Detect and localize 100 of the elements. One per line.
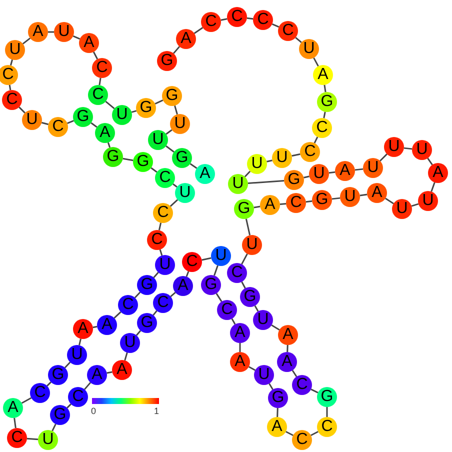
base-letter: U <box>313 166 325 182</box>
base-letter: U <box>246 237 258 253</box>
nucleotide-circle <box>120 333 140 353</box>
nucleotide-circle <box>88 85 108 105</box>
nucleotide-circle <box>418 191 438 211</box>
nucleotide-circle <box>260 195 280 215</box>
base-letter: U <box>71 347 83 363</box>
backbone-line <box>84 382 92 390</box>
nucleotide-circle <box>412 140 432 160</box>
backbone-line <box>411 203 419 207</box>
base-letter: C <box>157 295 169 311</box>
backbone-line <box>276 408 278 418</box>
base-letter: A <box>200 166 210 182</box>
base-letter: G <box>288 172 300 188</box>
base-letter: G <box>320 94 334 110</box>
nucleotide-circle <box>278 21 298 41</box>
backbone-line <box>241 253 248 265</box>
nucleotide-circle <box>309 164 329 184</box>
nucleotide-circle <box>286 193 306 213</box>
nucleotide-circle <box>38 430 58 450</box>
backbone-line <box>239 343 241 352</box>
base-letter: U <box>124 335 136 351</box>
nucleotide-circle <box>228 174 248 194</box>
base-letter: U <box>9 42 21 58</box>
nucleotide-circle <box>195 164 215 184</box>
backbone-line <box>354 168 364 171</box>
base-letter: U <box>215 248 227 264</box>
base-letter: C <box>296 377 308 393</box>
base-letter: C <box>321 419 333 435</box>
base-letter: A <box>102 317 112 333</box>
base-letter: A <box>180 31 192 47</box>
backbone-line <box>154 100 164 104</box>
base-letter: A <box>178 278 188 294</box>
nucleotide-circle <box>211 246 231 266</box>
backbone-line <box>385 198 394 204</box>
nucleotide-circle <box>73 107 93 127</box>
nucleotide-circle <box>48 365 68 385</box>
base-letter: U <box>26 112 38 128</box>
backbone-line <box>72 35 80 40</box>
nucleotide-circle <box>68 387 88 407</box>
backbone-line <box>286 344 288 352</box>
nucleotide-circle <box>340 187 360 207</box>
base-letter: C <box>231 9 243 25</box>
nucleotide-circle <box>392 199 412 219</box>
base-letter: U <box>258 367 270 383</box>
nucleotide-circle <box>103 147 123 167</box>
backbone-line <box>430 182 436 192</box>
backbone-line <box>131 110 137 113</box>
backbone-line <box>241 281 246 289</box>
nucleotide-circle <box>247 154 267 174</box>
nucleotide-circle <box>118 295 138 315</box>
base-letter: C <box>6 92 18 108</box>
base-letter: C <box>282 23 294 39</box>
base-letter: G <box>76 109 90 125</box>
backbone-line <box>246 17 254 20</box>
nucleotide-circle <box>133 152 153 172</box>
nucleotide-circle <box>148 130 168 150</box>
base-letter: G <box>166 88 178 104</box>
backbone-line <box>244 170 251 178</box>
base-letter: G <box>176 150 188 166</box>
base-letter: G <box>140 315 154 331</box>
nucleotide-circle <box>292 430 312 450</box>
base-letter: C <box>34 385 46 401</box>
nucleotide-circle <box>73 319 93 339</box>
nucleotide-circle <box>175 183 195 203</box>
nucleotide-circle <box>201 275 221 295</box>
nucleotide-circle <box>87 365 107 385</box>
base-letter: A <box>32 24 44 40</box>
backbone-line <box>105 100 115 110</box>
nucleotide-circle <box>292 375 312 395</box>
nucleotide-circle <box>267 417 287 437</box>
backbone-line <box>254 206 260 208</box>
base-letter: C <box>159 170 171 186</box>
nucleotide-circle <box>147 230 167 250</box>
nucleotide-circle <box>162 86 182 106</box>
backbone-line <box>272 23 280 28</box>
backbone-line <box>292 153 300 157</box>
backbone-line <box>158 222 162 230</box>
base-letter: A <box>282 354 292 370</box>
base-letter: U <box>367 160 379 176</box>
backbone-line <box>172 46 180 54</box>
backbone-line <box>380 154 388 162</box>
backbone-line <box>92 326 98 328</box>
base-letter: U <box>388 139 400 155</box>
backbone-line <box>292 370 298 378</box>
nucleotide-circle <box>50 405 70 425</box>
backbone-line <box>159 249 163 256</box>
nucleotide-circle <box>176 29 196 49</box>
backbone-line <box>26 438 38 440</box>
backbone-line <box>323 112 326 118</box>
base-letter: A <box>234 354 246 370</box>
nucleotide-circle <box>299 39 319 59</box>
nucleotide-circle <box>54 22 74 42</box>
backbone-line <box>67 120 74 124</box>
nucleotide-circle <box>242 235 262 255</box>
nucleotide-circle <box>278 325 298 345</box>
base-letter: A <box>282 327 294 343</box>
nucleotide-circle <box>153 293 173 313</box>
base-letter: C <box>11 430 23 446</box>
nucleotide-circle <box>313 65 333 85</box>
